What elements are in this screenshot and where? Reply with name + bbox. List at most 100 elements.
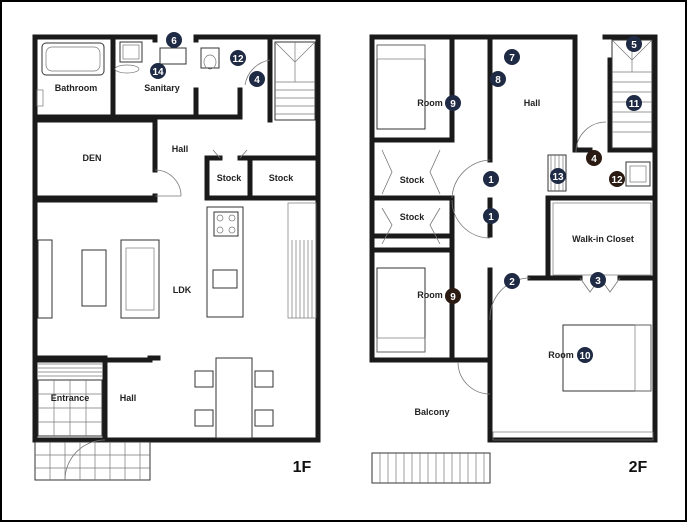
bed-w-pillow xyxy=(376,337,426,353)
svg-text:12: 12 xyxy=(611,175,623,186)
2f-outer-walls xyxy=(369,34,658,443)
shelf-lines xyxy=(291,240,313,318)
room-label-room: Room xyxy=(417,98,443,108)
sofa xyxy=(120,239,160,319)
burner xyxy=(216,226,224,234)
svg-text:9: 9 xyxy=(450,99,456,110)
washer xyxy=(119,41,143,63)
entrance-tiles xyxy=(38,363,102,436)
svg-text:2: 2 xyxy=(509,277,515,288)
marker-4: 4 xyxy=(249,71,265,87)
toilet-bowl xyxy=(203,54,217,70)
bathtub-inner xyxy=(45,46,101,72)
balcony-slats xyxy=(379,453,485,483)
marker-2: 2 xyxy=(504,273,520,289)
svg-text:1: 1 xyxy=(488,175,494,186)
2f-inner-walls-b xyxy=(369,137,493,363)
marker-4-black: 4 xyxy=(586,150,602,166)
room-label-stock: Stock xyxy=(217,173,243,183)
room-label-stock: Stock xyxy=(269,173,295,183)
room-label-hall: Hall xyxy=(172,144,189,154)
marker-10: 10 xyxy=(577,347,593,363)
1f-door-stock xyxy=(212,149,248,159)
1f-ldk-walls xyxy=(32,355,161,363)
room-label-stock: Stock xyxy=(400,212,426,222)
1f-door-arc-4 xyxy=(244,59,271,86)
stock-bifold-doors xyxy=(381,149,441,245)
room-label-hall: Hall xyxy=(120,393,137,403)
svg-text:14: 14 xyxy=(152,67,164,78)
sofa-seat xyxy=(125,247,155,311)
1f-wet-area-walls xyxy=(32,37,243,120)
floor-label-1f: 1F xyxy=(293,459,312,476)
2f-inner-walls-a xyxy=(449,37,493,253)
svg-text:8: 8 xyxy=(495,75,501,86)
room-label-bathroom: Bathroom xyxy=(55,83,98,93)
bathtub xyxy=(41,42,105,76)
1f-door-arc-den xyxy=(154,169,182,197)
floor-1f: Bathroom Sanitary Hall DEN Stock Stock L… xyxy=(32,32,321,481)
balcony-rail xyxy=(371,452,491,484)
marker-1: 1 xyxy=(483,171,499,187)
marker-11: 11 xyxy=(626,95,642,111)
chair xyxy=(254,370,274,388)
room-label-stock: Stock xyxy=(400,175,426,185)
bed-nw-pillow xyxy=(376,44,426,60)
burner xyxy=(228,226,236,234)
room-label-room: Room xyxy=(548,350,574,360)
svg-text:11: 11 xyxy=(629,99,640,110)
room-label-den: DEN xyxy=(82,153,101,163)
floor-label-2f: 2F xyxy=(629,459,648,476)
shelf xyxy=(287,202,317,319)
floor-2f: Room Hall Stock Stock Walk-in Closet Roo… xyxy=(369,34,658,484)
svg-text:10: 10 xyxy=(579,351,591,362)
2f-closet-walls xyxy=(527,195,658,281)
1f-outer-walls xyxy=(32,34,321,443)
bed-e-pillow xyxy=(634,324,652,392)
chair xyxy=(194,409,214,427)
svg-text:7: 7 xyxy=(509,53,515,64)
marker-7: 7 xyxy=(504,49,520,65)
2f-door-arc-4 xyxy=(575,121,607,153)
marker-3: 3 xyxy=(590,272,606,288)
svg-text:12: 12 xyxy=(232,54,244,65)
marker-14: 14 xyxy=(150,63,166,79)
kitchen-sink xyxy=(212,269,238,289)
2f-door-arcs xyxy=(451,159,491,239)
marker-9-black: 9 xyxy=(445,288,461,304)
1f-den-walls xyxy=(32,117,158,203)
marker-13: 13 xyxy=(550,168,566,184)
marker-8: 8 xyxy=(490,71,506,87)
marker-12: 12 xyxy=(230,50,246,66)
2f-door-arc-balcony xyxy=(457,361,491,395)
svg-text:4: 4 xyxy=(254,75,260,86)
svg-text:13: 13 xyxy=(552,172,564,183)
2f-door-arc-2 xyxy=(489,277,531,321)
svg-text:1: 1 xyxy=(488,212,494,223)
coffee-table xyxy=(81,249,107,307)
dining-table xyxy=(215,357,253,439)
sink xyxy=(114,64,140,74)
svg-text:9: 9 xyxy=(450,292,456,303)
room-label-ldk: LDK xyxy=(173,285,192,295)
shelf-13 xyxy=(547,154,567,192)
1f-stock-walls xyxy=(204,155,321,201)
tv-board xyxy=(37,239,53,319)
2f-stair-walls xyxy=(572,57,655,153)
porch-tiles xyxy=(35,442,150,480)
room-label-hall: Hall xyxy=(524,98,541,108)
washer-door xyxy=(122,44,140,60)
toilet xyxy=(200,47,220,69)
svg-text:5: 5 xyxy=(631,40,637,51)
toilet-2f xyxy=(625,161,651,187)
marker-9: 9 xyxy=(445,95,461,111)
bath-shelf xyxy=(36,89,44,107)
marker-1: 1 xyxy=(483,208,499,224)
entrance-door-arc xyxy=(64,439,106,481)
marker-5: 5 xyxy=(626,36,642,52)
chair xyxy=(254,409,274,427)
room-label-balcony: Balcony xyxy=(414,407,449,417)
